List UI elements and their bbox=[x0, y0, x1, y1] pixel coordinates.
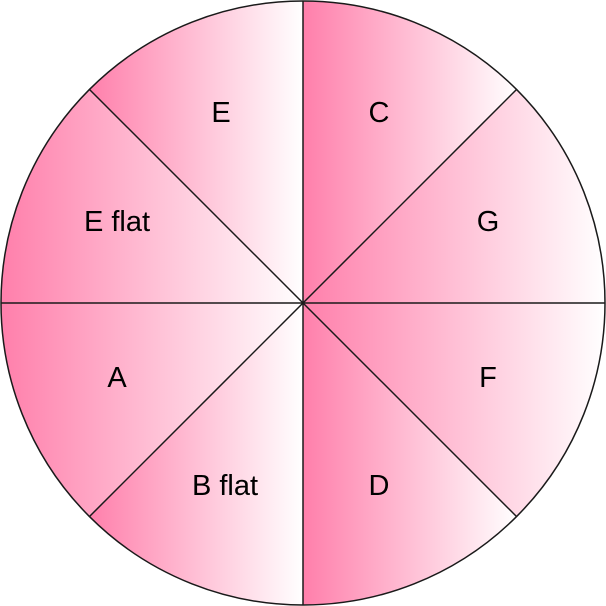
sector-d bbox=[303, 303, 517, 605]
sector-f bbox=[303, 303, 605, 517]
sector-label-c: C bbox=[369, 97, 390, 129]
sector-b-flat bbox=[89, 303, 303, 605]
sector-label-d: D bbox=[369, 470, 390, 502]
sector-label-f: F bbox=[479, 362, 497, 394]
divider-diagonal-up bbox=[88, 88, 518, 518]
sector-label-g: G bbox=[477, 206, 500, 238]
sector-c bbox=[303, 1, 517, 303]
sector-label-b-flat: B flat bbox=[192, 470, 258, 502]
sector-label-a: A bbox=[107, 362, 127, 394]
sector-label-e-flat: E flat bbox=[84, 206, 150, 238]
sector-g bbox=[303, 89, 605, 303]
sector-a bbox=[1, 303, 303, 517]
sector-label-e: E bbox=[211, 97, 230, 129]
sector-e bbox=[89, 1, 303, 303]
sector-e-flat bbox=[1, 89, 303, 303]
